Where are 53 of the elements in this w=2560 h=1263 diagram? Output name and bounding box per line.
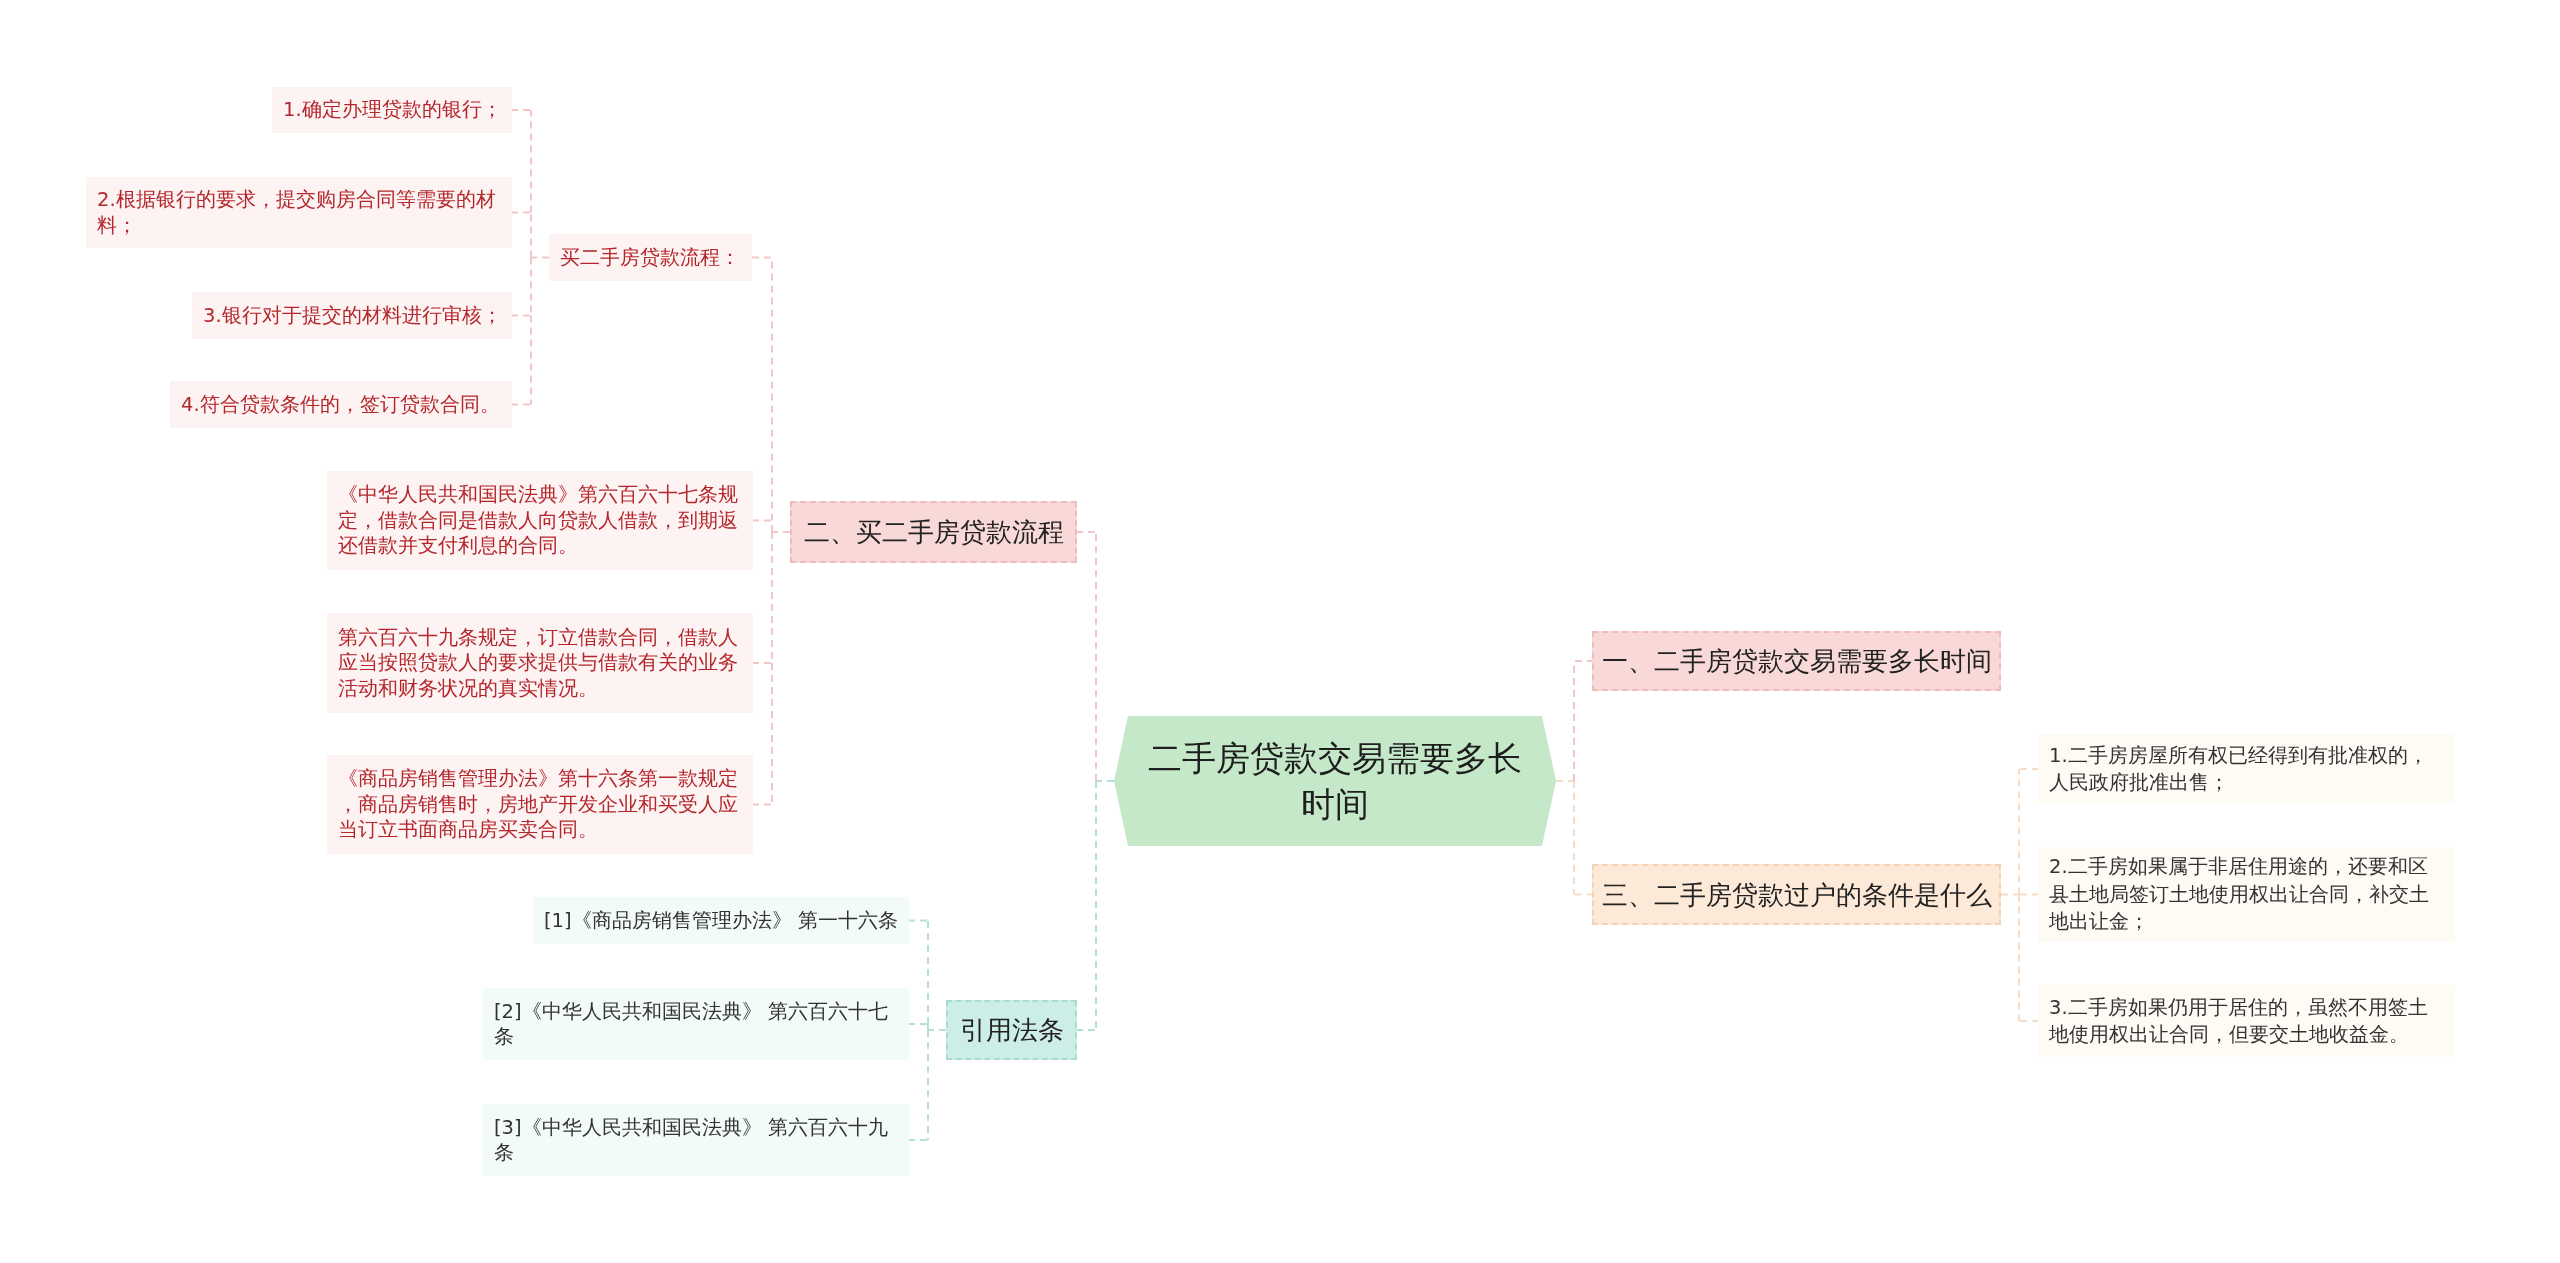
connector-line: [927, 919, 929, 1025]
branch-topic: 引用法条: [946, 1000, 1077, 1060]
branch-topic: 一、二手房贷款交易需要多长时间: [1592, 631, 2001, 691]
connector-line: [908, 1139, 928, 1141]
connector-line: [2019, 768, 2039, 770]
subtopic-card: 《商品房销售管理办法》第十六条第一款规定，商品房销售时，房地产开发企业和买受人应当订立书面商品房买卖合同。: [327, 755, 753, 854]
subtopic-card: 4.符合贷款条件的，签订贷款合同。: [170, 381, 512, 428]
connector-line: [530, 314, 532, 406]
connector-line: [752, 519, 772, 522]
connector-line: [1076, 531, 1096, 533]
subtopic-card: 1.确定办理贷款的银行；: [272, 87, 512, 133]
connector-line: [1096, 780, 1115, 782]
connector-line: [1573, 780, 1575, 896]
connector-line: [531, 256, 550, 259]
connector-line: [2019, 893, 2039, 896]
connector-line: [908, 1023, 928, 1025]
connector-line: [752, 803, 772, 806]
subtopic-card: [2]《中华人民共和国民法典》 第六百六十七条: [483, 988, 909, 1060]
connector-line: [752, 662, 772, 664]
subtopic-card: 买二手房贷款流程：: [549, 234, 752, 281]
connector-line: [511, 403, 531, 406]
connector-line: [1574, 893, 1593, 896]
connector-line: [511, 109, 531, 111]
connector-line: [2018, 893, 2020, 1022]
connector-line: [751, 256, 772, 259]
subtopic-card: 第六百六十九条规定，订立借款合同，借款人应当按照贷款人的要求提供与借款有关的业务活动和财务状况的真实情况。: [327, 613, 753, 713]
connector-line: [927, 1023, 929, 1031]
connector-line: [927, 1029, 929, 1141]
branch-topic: 二、买二手房贷款流程: [790, 501, 1077, 563]
connector-line: [2019, 1020, 2039, 1022]
connector-line: [1574, 660, 1593, 662]
connector-line: [2018, 768, 2020, 896]
central-topic: 二手房贷款交易需要多长时间: [1114, 716, 1556, 846]
connector-line: [511, 314, 531, 317]
connector-line: [1076, 1029, 1096, 1031]
subtopic-card: 3.银行对于提交的材料进行审核；: [192, 292, 512, 339]
connector-line: [928, 1029, 947, 1031]
connector-line: [1095, 531, 1097, 782]
connector-line: [511, 211, 531, 214]
subtopic-card: [1]《商品房销售管理办法》 第一十六条: [533, 897, 909, 944]
connector-line: [772, 531, 791, 533]
subtopic-card: 3.二手房如果仍用于居住的，虽然不用签土地使用权出让合同，但要交土地收益金。: [2038, 985, 2455, 1057]
subtopic-card: 1.二手房房屋所有权已经得到有批准权的，人民政府批准出售；: [2038, 734, 2455, 804]
branch-topic: 三、二手房贷款过户的条件是什么: [1592, 864, 2001, 925]
connector-line: [1095, 780, 1097, 1031]
subtopic-card: 2.根据银行的要求，提交购房合同等需要的材料；: [86, 177, 512, 248]
connector-line: [908, 919, 928, 922]
connector-line: [530, 109, 532, 214]
subtopic-card: 《中华人民共和国民法典》第六百六十七条规定，借款合同是借款人向贷款人借款，到期返还借款并支付利息的合同。: [327, 471, 753, 570]
subtopic-card: 2.二手房如果属于非居住用途的，还要和区县土地局签订土地使用权出让合同，补交土地出让金；: [2038, 847, 2455, 942]
subtopic-card: [3]《中华人民共和国民法典》 第六百六十九条: [483, 1104, 909, 1176]
connector-line: [1555, 780, 1574, 782]
connector-line: [2000, 893, 2019, 896]
